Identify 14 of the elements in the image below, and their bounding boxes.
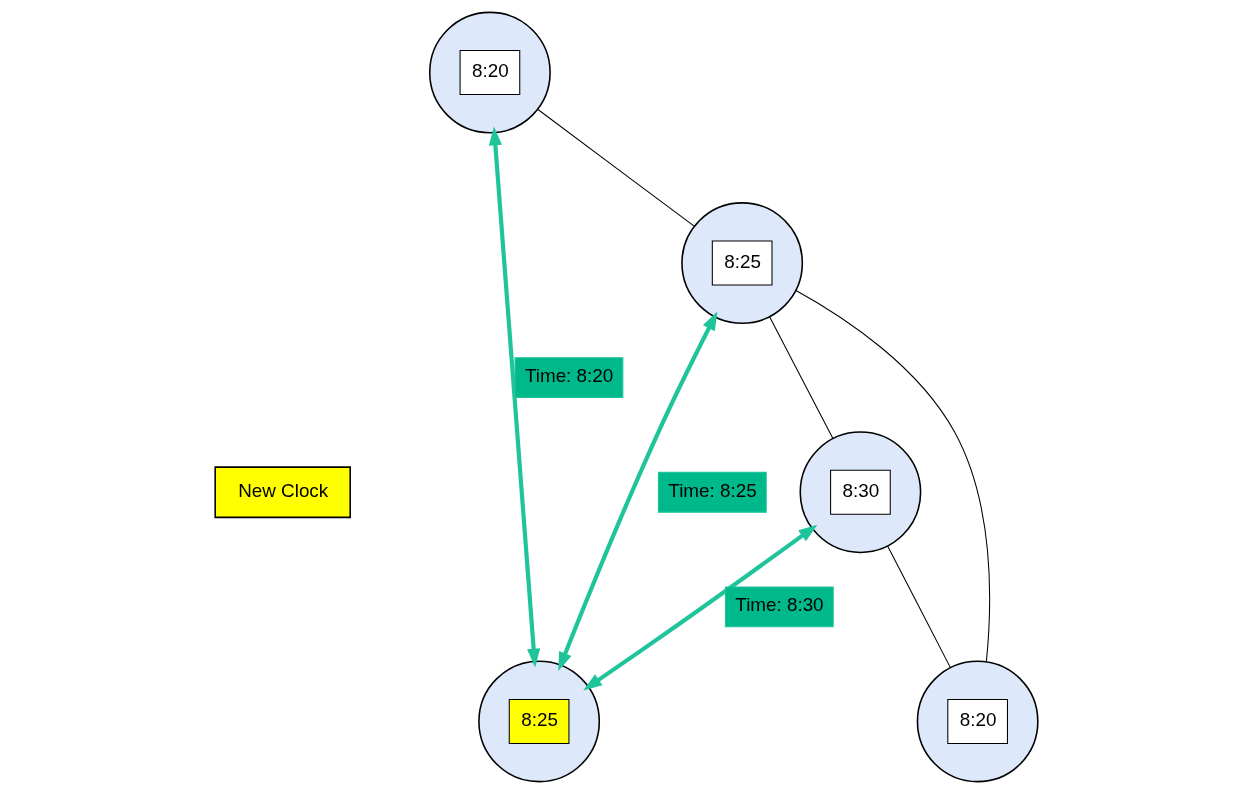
- edge-label: Time: 8:25: [667, 479, 757, 501]
- connector: [768, 316, 833, 439]
- arrow: [557, 311, 717, 672]
- node-circle: 8:25: [680, 202, 803, 324]
- node-circle: 8:20: [428, 11, 551, 134]
- edge-label: Time: 8:20: [524, 365, 613, 387]
- edge-label: Time: 8:30: [734, 594, 824, 616]
- arrow: [488, 126, 540, 668]
- connector: [886, 545, 951, 669]
- node-box: New Clock: [213, 466, 351, 519]
- connector: [536, 108, 695, 227]
- arrow: [582, 524, 817, 691]
- connector: [795, 289, 990, 663]
- node-circle: 8:20: [916, 660, 1039, 783]
